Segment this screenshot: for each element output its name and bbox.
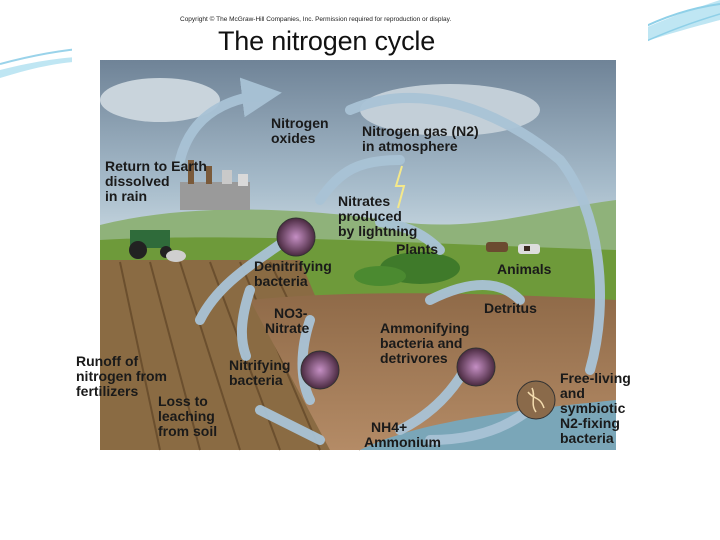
label-plants: Plants <box>396 241 439 257</box>
cycle-arrow <box>255 405 325 445</box>
label-no3: NO3- <box>274 305 308 321</box>
cycle-arrow <box>175 77 282 165</box>
denitrifying-bacteria-icon <box>276 217 316 257</box>
furrow <box>149 261 201 451</box>
label-nitrogen-oxides: Nitrogen oxides <box>271 115 329 146</box>
factory <box>180 160 250 210</box>
animals <box>486 242 540 254</box>
label-ammonium: Ammonium <box>364 434 441 450</box>
cycle-arrow <box>555 155 605 375</box>
label-free-living-bacteria: Free-living and symbiotic N2-fixing bact… <box>560 370 631 446</box>
copyright-notice: Copyright © The McGraw-Hill Companies, I… <box>180 16 452 23</box>
label-runoff: Runoff of nitrogen from fertilizers <box>76 353 167 399</box>
river <box>360 400 616 450</box>
lightning-bolt <box>394 165 406 209</box>
label-nh4: NH4+ <box>371 419 408 435</box>
label-denitrifying-bacteria: Denitrifying bacteria <box>254 258 332 289</box>
label-animals: Animals <box>497 261 552 277</box>
cycle-arrow <box>236 285 255 361</box>
nitrogen-fixing-bacteria-icon <box>516 380 556 420</box>
ammonifying-bacteria-icon <box>456 347 496 387</box>
label-return-to-earth: Return to Earth dissolved in rain <box>105 158 207 204</box>
plants <box>354 266 406 286</box>
furrow <box>119 261 161 451</box>
label-nitrogen-gas: Nitrogen gas (N2) in atmosphere <box>362 123 479 154</box>
nitrifying-bacteria-icon <box>300 350 340 390</box>
tractor <box>129 230 186 262</box>
label-nitrifying-bacteria: Nitrifying bacteria <box>229 357 291 388</box>
label-loss-leaching: Loss to leaching from soil <box>158 393 218 439</box>
slide-title: The nitrogen cycle <box>218 26 436 56</box>
cycle-arrow <box>345 93 565 165</box>
label-nitrates-lightning: Nitrates produced by lightning <box>338 193 418 239</box>
cloud <box>100 78 220 122</box>
furrow <box>179 261 241 451</box>
cycle-arrow <box>425 280 525 305</box>
label-ammonifying-bacteria: Ammonifying bacteria and detrivores <box>380 320 470 366</box>
label-nitrate: Nitrate <box>265 320 310 336</box>
cycle-arrow <box>375 217 445 255</box>
label-detritus: Detritus <box>484 300 537 316</box>
cycle-arrow <box>315 155 405 205</box>
